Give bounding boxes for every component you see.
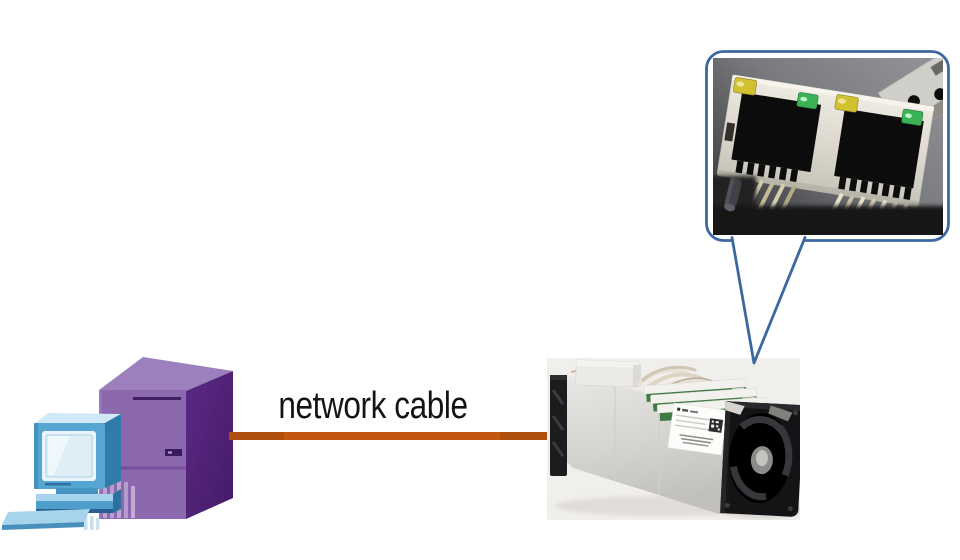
spec-label (667, 402, 728, 456)
fan-bracket-glint (725, 401, 745, 415)
faceplate-notch (724, 122, 736, 142)
psu-box (575, 359, 642, 388)
base-shadow-stripes (84, 514, 100, 530)
led-green-1 (796, 92, 819, 110)
tower-drive-slot (133, 397, 181, 400)
keyboard-front (2, 522, 84, 530)
right-fan-icon (720, 401, 800, 517)
case-front-face (36, 501, 113, 511)
callout-tail (730, 236, 807, 365)
dark-foreground-band (713, 206, 943, 235)
contact-teeth (735, 160, 799, 182)
case-top-face (36, 494, 113, 501)
rj45-dual-ports-photo-icon (713, 58, 943, 235)
tower-top-face (99, 357, 233, 391)
tower-badge (165, 449, 182, 456)
led-yellow-1 (732, 77, 758, 96)
asic-miner-photo-icon (547, 358, 800, 520)
cable-line (229, 432, 552, 440)
cable-label: network cable (278, 385, 468, 427)
tower-panel-seam (99, 466, 186, 470)
monitor-icon (2, 413, 121, 530)
qr-code-icon (708, 418, 724, 433)
crt-side-face (105, 414, 121, 488)
cable-end-shade-left (229, 432, 284, 440)
contact-teeth (838, 176, 912, 200)
case-side-face (113, 489, 121, 513)
rj45-port-2 (834, 94, 924, 200)
crt-top-face (34, 413, 121, 424)
crt-bezel-shade (34, 423, 38, 489)
fan-blades (730, 416, 793, 501)
keyboard-top (2, 509, 90, 525)
fan-bracket-glint-2 (768, 405, 793, 422)
monitor-pedestal (56, 488, 98, 496)
standoff-peg (724, 177, 742, 212)
led-yellow-2 (834, 94, 859, 113)
crt-control-strip (45, 483, 71, 486)
crt-screen-glare (48, 436, 70, 475)
tower-side-face (186, 371, 233, 519)
led-green-2 (901, 108, 924, 126)
ports-callout (705, 50, 950, 365)
tower-badge-dot (168, 451, 172, 454)
rj45-port-1 (731, 77, 822, 182)
callout-tail-fill (732, 236, 805, 363)
rj45-jack-block (716, 74, 935, 234)
desktop-computer-icon (2, 357, 233, 530)
left-fan-icon (550, 375, 567, 476)
callout-bubble-border (705, 50, 950, 242)
cable-end-shade-right (500, 432, 552, 440)
